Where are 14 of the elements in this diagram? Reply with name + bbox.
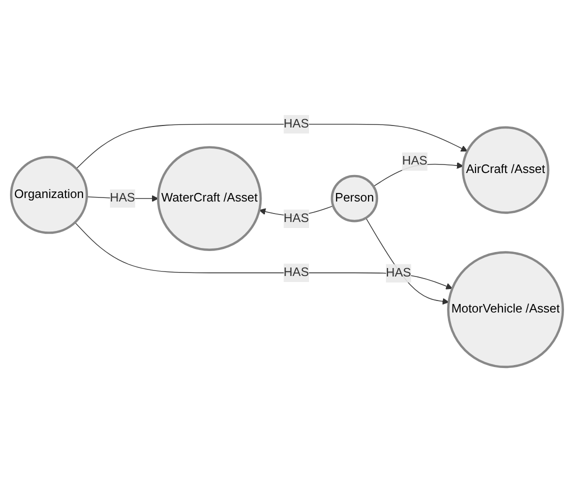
- arrow: [76, 124, 468, 170]
- edge-label: HAS: [110, 192, 136, 205]
- node-circle: MotorVehicle /Asset: [447, 251, 564, 368]
- edge-label: HAS: [284, 212, 309, 225]
- node-circle: AirCraft /Asset: [462, 126, 550, 214]
- node-circle: Organization: [10, 156, 88, 234]
- arrow: [74, 222, 453, 290]
- node-circle: WaterCraft /Asset: [156, 146, 262, 251]
- edge-label: HAS: [386, 266, 412, 280]
- node-circle: Person: [330, 174, 378, 222]
- arrow: [366, 218, 450, 305]
- edge-label: HAS: [284, 266, 309, 279]
- edge-label: HAS: [402, 154, 428, 168]
- edge-label: HAS: [284, 117, 309, 130]
